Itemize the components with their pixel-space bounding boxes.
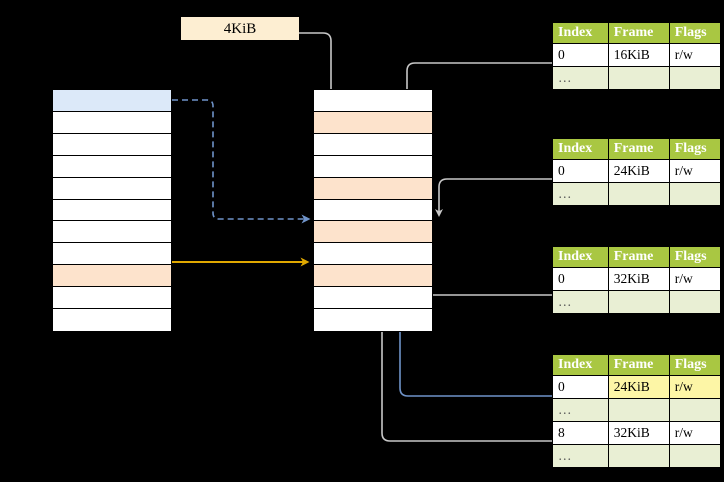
- physical-memory-row-4: [314, 177, 432, 200]
- cell-index: 0: [552, 267, 609, 291]
- virtual-address-space-row-3: [53, 155, 171, 178]
- wire-vaddr-to-frame-dashed: [172, 99, 311, 224]
- cell-frame: 16KiB: [607, 43, 670, 67]
- column-header-index: Index: [552, 138, 609, 160]
- physical-memory-row-8: [314, 265, 432, 288]
- column-header-frame: Frame: [607, 246, 670, 268]
- virtual-address-space-row-0: [53, 90, 171, 112]
- physical-memory-row-2: [314, 133, 432, 156]
- column-header-flags: Flags: [668, 246, 722, 268]
- table-row: …: [552, 290, 722, 314]
- cell-flags: r/w: [668, 267, 722, 291]
- table-row: …: [552, 66, 722, 90]
- column-header-frame: Frame: [607, 22, 670, 44]
- cell-frame: [607, 290, 670, 314]
- cell-index: …: [552, 66, 609, 90]
- cell-frame: 24KiB: [607, 375, 670, 399]
- column-header-index: Index: [552, 22, 609, 44]
- virtual-address-space-row-6: [53, 221, 171, 244]
- cell-index: 0: [552, 159, 609, 183]
- cell-flags: r/w: [668, 421, 722, 445]
- cell-index: 8: [552, 421, 609, 445]
- cell-flags: [668, 444, 722, 468]
- cell-index: 0: [552, 375, 609, 399]
- left-memory-column: [52, 89, 172, 332]
- cell-frame: [607, 66, 670, 90]
- cell-flags: [668, 290, 722, 314]
- cell-flags: r/w: [668, 375, 722, 399]
- column-header-flags: Flags: [668, 138, 722, 160]
- wire-table2-to-frame: [416, 268, 552, 296]
- virtual-address-space-row-10: [53, 309, 171, 331]
- cell-flags: [668, 182, 722, 206]
- table-row: …: [552, 182, 722, 206]
- cell-frame: 32KiB: [607, 421, 670, 445]
- column-header-index: Index: [552, 354, 609, 376]
- physical-memory-row-6: [314, 221, 432, 244]
- virtual-address-space-row-2: [53, 133, 171, 156]
- physical-memory-row-9: [314, 287, 432, 310]
- virtual-address-space-row-8: [53, 265, 171, 288]
- cell-index: …: [552, 398, 609, 422]
- virtual-address-space-row-7: [53, 243, 171, 266]
- column-header-frame: Frame: [607, 354, 670, 376]
- physical-memory-row-5: [314, 199, 432, 222]
- cell-frame: [607, 444, 670, 468]
- physical-memory-row-10: [314, 309, 432, 331]
- table-row: …: [552, 398, 722, 422]
- cell-frame: [607, 182, 670, 206]
- page-size-label: 4KiB: [181, 17, 299, 40]
- virtual-address-space-row-4: [53, 177, 171, 200]
- wire-table1-to-frame: [435, 178, 552, 217]
- cell-flags: r/w: [668, 159, 722, 183]
- cell-index: …: [552, 444, 609, 468]
- cell-flags: [668, 398, 722, 422]
- column-header-index: Index: [552, 246, 609, 268]
- cell-index: …: [552, 290, 609, 314]
- cell-flags: r/w: [668, 43, 722, 67]
- column-header-flags: Flags: [668, 354, 722, 376]
- virtual-address-space-row-5: [53, 199, 171, 222]
- physical-memory-row-1: [314, 111, 432, 134]
- cell-index: …: [552, 182, 609, 206]
- middle-memory-column: [313, 89, 433, 332]
- cell-frame: 32KiB: [607, 267, 670, 291]
- virtual-address-space-row-1: [53, 111, 171, 134]
- physical-memory-row-3: [314, 155, 432, 178]
- physical-memory-row-0: [314, 90, 432, 112]
- virtual-address-space-row-9: [53, 287, 171, 310]
- physical-memory-row-7: [314, 243, 432, 266]
- table-row: …: [552, 444, 722, 468]
- cell-frame: 24KiB: [607, 159, 670, 183]
- cell-index: 0: [552, 43, 609, 67]
- column-header-flags: Flags: [668, 22, 722, 44]
- column-header-frame: Frame: [607, 138, 670, 160]
- cell-frame: [607, 398, 670, 422]
- cell-flags: [668, 66, 722, 90]
